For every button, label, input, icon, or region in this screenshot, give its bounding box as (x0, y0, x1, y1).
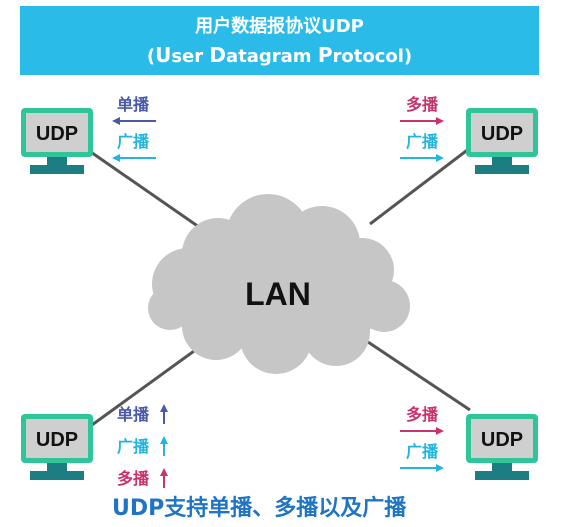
monitor-screen (471, 113, 533, 152)
network-links (84, 146, 471, 432)
title-banner: 用户数据报协议UDP (User Datagram Protocol) (20, 6, 539, 75)
host-bottom-left: UDP (21, 414, 93, 480)
traffic-top-left: 单播 广播 (112, 95, 156, 162)
title-part: P (317, 43, 333, 67)
monitor-stand (492, 157, 512, 165)
monitor-stand (492, 463, 512, 471)
monitor-screen (471, 419, 533, 458)
monitor-base (30, 165, 84, 174)
title-part: D (209, 43, 226, 67)
monitor-stand (47, 463, 67, 471)
link-bottom-right (367, 340, 471, 412)
traffic-bottom-right: 多播 广播 (400, 405, 444, 472)
title-chinese: 用户数据报协议UDP (195, 16, 364, 37)
link-top-left (84, 146, 213, 238)
monitor-base (30, 471, 84, 480)
broadcast-label: 广播 (117, 132, 150, 151)
lan-label: LAN (245, 276, 311, 312)
title-part: atagram (226, 46, 318, 67)
monitor-base (475, 471, 529, 480)
monitor-screen (26, 419, 88, 458)
link-bottom-left (84, 336, 213, 432)
title-part: U (155, 43, 172, 67)
caption: UDP支持单播、多播以及广播 (112, 496, 407, 521)
broadcast-label: 广播 (406, 442, 439, 461)
title-english: (User Datagram Protocol) (20, 43, 539, 69)
title-part: rotocol) (332, 46, 413, 67)
host-label: UDP (481, 123, 523, 145)
host-top-right: UDP (466, 108, 538, 174)
title-part: ( (146, 46, 156, 67)
multicast-label: 多播 (406, 95, 439, 114)
unicast-label: 单播 (117, 95, 150, 114)
traffic-bottom-left: 单播 广播 多播 (117, 404, 168, 488)
monitor-screen (26, 113, 88, 152)
broadcast-label: 广播 (117, 437, 150, 456)
host-label: UDP (481, 429, 523, 451)
monitor-base (475, 165, 529, 174)
traffic-top-right: 多播 广播 (400, 95, 444, 162)
title-part: ser (171, 46, 210, 67)
broadcast-label: 广播 (406, 132, 439, 151)
host-bottom-right: UDP (466, 414, 538, 480)
host-label: UDP (36, 123, 78, 145)
host-top-left: UDP (21, 108, 93, 174)
multicast-label: 多播 (406, 405, 439, 424)
lan-cloud: LAN (148, 194, 410, 374)
host-label: UDP (36, 429, 78, 451)
multicast-label: 多播 (117, 469, 150, 488)
unicast-label: 单播 (117, 405, 150, 424)
link-top-right (369, 146, 471, 226)
monitor-stand (47, 157, 67, 165)
